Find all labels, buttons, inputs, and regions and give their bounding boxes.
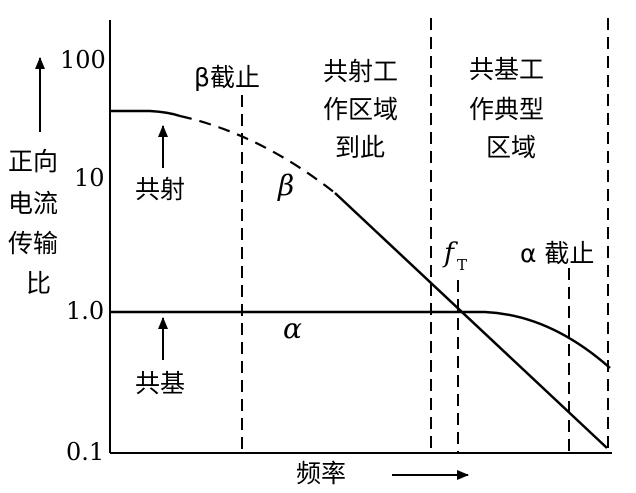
beta-curve-rolloff	[334, 192, 608, 449]
y-tick-0-1: 0.1	[66, 438, 104, 466]
beta-curve-label: β	[277, 169, 294, 202]
cb-region-line-1: 共基工	[469, 55, 544, 84]
y-tick-100: 100	[60, 46, 106, 74]
ce-region-line-3: 到此	[335, 133, 385, 162]
ce-region-line-1: 共射工	[323, 57, 398, 86]
alpha-curve-label: α	[283, 312, 302, 345]
ft-label: f	[442, 238, 458, 269]
alpha-curve	[110, 310, 611, 369]
common-base-label: 共基	[135, 369, 185, 398]
y-axis-label-line-2: 电流	[8, 189, 58, 218]
x-axis-label: 频率	[296, 459, 346, 488]
common-emitter-label: 共射	[135, 175, 185, 204]
alpha-cutoff-label: α 截止	[520, 239, 594, 268]
y-tick-1: 1.0	[66, 297, 104, 325]
y-axis-label-line-3: 传输	[8, 229, 58, 258]
ce-region-line-2: 作区域	[323, 95, 398, 124]
y-tick-10: 10	[74, 164, 105, 192]
cb-region-line-2: 作典型	[469, 95, 544, 124]
y-axis-label-line-4: 比	[26, 269, 51, 298]
cb-region-line-3: 区域	[486, 133, 536, 162]
y-axis-label-line-1: 正向	[8, 147, 58, 176]
ft-subscript: T	[457, 256, 467, 274]
beta-curve-flat	[110, 109, 181, 118]
beta-cutoff-label: β截止	[194, 63, 260, 92]
beta-curve-knee	[179, 114, 336, 194]
